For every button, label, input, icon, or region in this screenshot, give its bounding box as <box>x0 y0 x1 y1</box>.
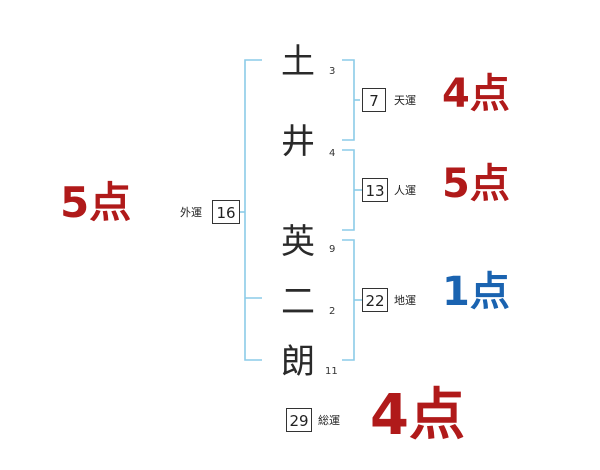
stroke-count-3: 9 <box>329 244 336 255</box>
jinun-bracket <box>342 149 355 231</box>
gaiun-value-box: 16 <box>212 200 240 224</box>
souun-score: 4点 <box>370 383 465 448</box>
gaiun-bracket <box>244 59 262 361</box>
name-char-3: 英 <box>281 222 315 262</box>
chiun-score: 1点 <box>442 269 510 315</box>
name-char-2: 井 <box>281 122 315 162</box>
tenun-value-box: 7 <box>362 88 386 112</box>
gaiun-label: 外運 <box>180 206 202 219</box>
name-char-1: 土 <box>281 42 315 82</box>
tenun-score: 4点 <box>442 71 510 117</box>
stroke-count-5: 11 <box>325 366 338 377</box>
chiun-bracket <box>342 239 355 361</box>
stroke-count-4: 2 <box>329 306 336 317</box>
souun-value-box: 29 <box>286 408 312 432</box>
souun-label: 総運 <box>318 414 340 427</box>
tenun-bracket <box>342 59 355 141</box>
jinun-value-box: 13 <box>362 178 388 202</box>
chiun-label: 地運 <box>394 294 416 307</box>
name-char-4: 二 <box>281 282 315 322</box>
stroke-count-2: 4 <box>329 148 336 159</box>
name-char-5: 朗 <box>281 342 315 382</box>
stroke-count-1: 3 <box>329 66 336 77</box>
gaiun-score: 5点 <box>60 178 132 227</box>
jinun-score: 5点 <box>442 161 510 207</box>
tenun-label: 天運 <box>394 94 416 107</box>
chiun-value-box: 22 <box>362 288 388 312</box>
jinun-label: 人運 <box>394 184 416 197</box>
